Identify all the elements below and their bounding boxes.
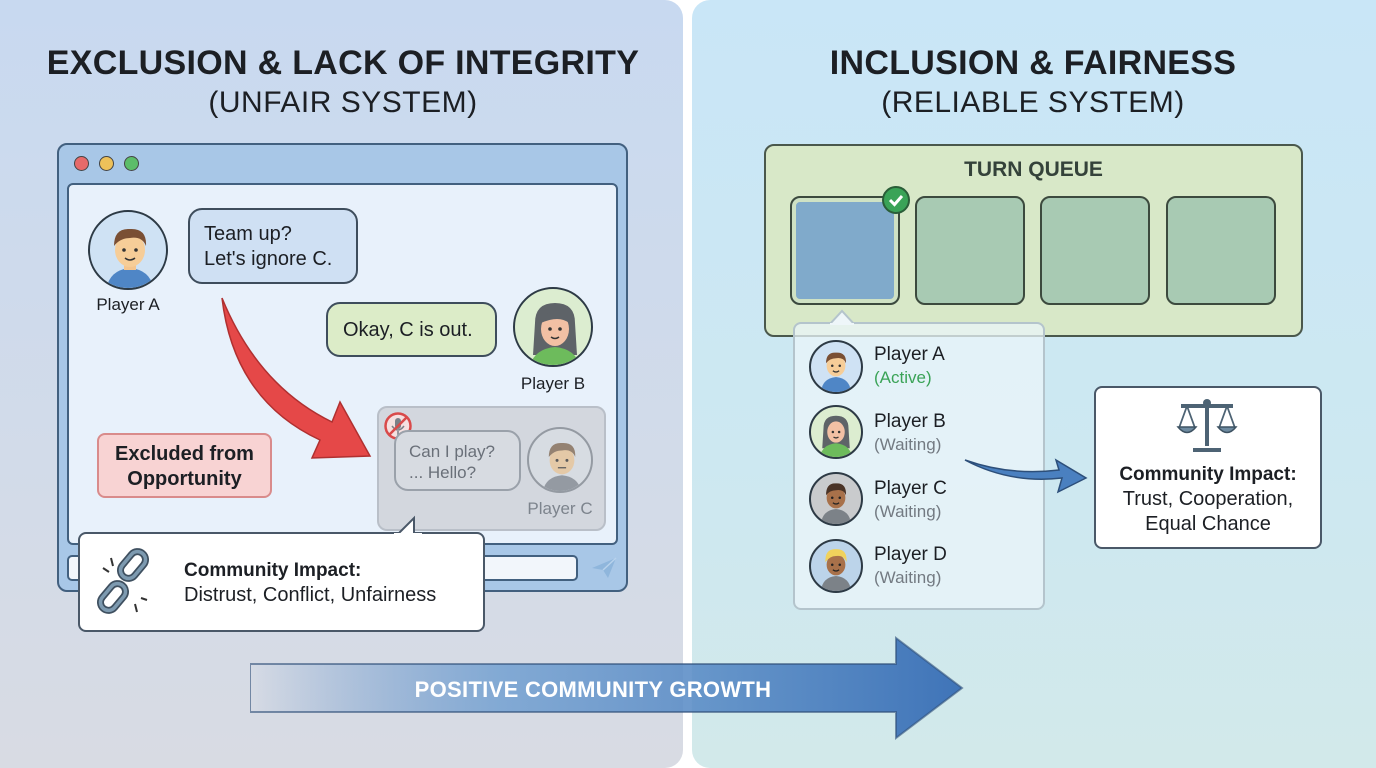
send-icon[interactable] (590, 556, 618, 580)
player-name: Player D (874, 544, 947, 565)
growth-label: POSITIVE COMMUNITY GROWTH (414, 677, 772, 702)
callout-pointer-icon (394, 515, 422, 536)
check-icon (882, 186, 910, 214)
player-status: (Waiting) (874, 502, 942, 521)
player-b-avatar (809, 405, 863, 459)
close-dot-icon[interactable] (74, 156, 89, 171)
queue-slot[interactable] (1166, 196, 1276, 305)
right-impact-line2: Equal Chance (1145, 513, 1271, 535)
right-title: INCLUSION & FAIRNESS (829, 44, 1237, 82)
player-b-avatar (513, 287, 593, 367)
player-c-avatar (527, 427, 593, 493)
left-title: EXCLUSION & LACK OF INTEGRITY (46, 44, 640, 82)
message-text: Can I play? (409, 442, 495, 461)
player-c-label: Player C (527, 499, 593, 518)
player-d-avatar (809, 539, 863, 593)
queue-slot[interactable] (915, 196, 1025, 305)
message-text: Team up? (204, 223, 292, 245)
player-a-avatar (88, 210, 168, 290)
player-status: (Waiting) (874, 568, 942, 587)
player-b-label: Player B (520, 374, 586, 393)
scales-icon (1176, 399, 1238, 452)
player-status: (Active) (874, 368, 932, 387)
message-bubble-c: Can I play? ... Hello? (394, 430, 521, 491)
message-text: ... Hello? (409, 463, 477, 482)
queue-slot-active[interactable] (790, 196, 900, 305)
left-subtitle: (UNFAIR SYSTEM) (208, 86, 478, 119)
right-impact-heading: Community Impact: (1119, 464, 1297, 485)
left-impact-box (78, 532, 485, 632)
excluded-text: Opportunity (127, 468, 242, 490)
exclusion-arrow-icon (221, 297, 372, 459)
player-status: (Waiting) (874, 435, 942, 454)
turn-queue-title: TURN QUEUE (964, 158, 1103, 181)
growth-arrow-icon (250, 635, 964, 741)
player-name: Player C (874, 478, 947, 499)
minimize-dot-icon[interactable] (99, 156, 114, 171)
excluded-label: Excluded from Opportunity (97, 433, 272, 498)
broken-chain-icon (97, 548, 149, 614)
message-bubble-a: Team up? Let's ignore C. (188, 208, 358, 284)
list-pointer-icon (830, 309, 854, 325)
player-name: Player A (874, 344, 945, 365)
excluded-text: Excluded from (115, 443, 254, 465)
right-subtitle: (RELIABLE SYSTEM) (881, 86, 1185, 119)
left-impact-text: Distrust, Conflict, Unfairness (184, 584, 437, 606)
queue-slot[interactable] (1040, 196, 1150, 305)
player-a-label: Player A (96, 295, 160, 314)
left-impact-heading: Community Impact: (184, 560, 362, 581)
message-bubble-b: Okay, C is out. (326, 302, 497, 357)
message-text: Let's ignore C. (204, 248, 333, 270)
player-name: Player B (874, 411, 946, 432)
maximize-dot-icon[interactable] (124, 156, 139, 171)
right-impact-line1: Trust, Cooperation, (1122, 488, 1294, 510)
player-c-avatar (809, 472, 863, 526)
player-a-avatar (809, 340, 863, 394)
fairness-arrow-icon (964, 458, 1088, 494)
